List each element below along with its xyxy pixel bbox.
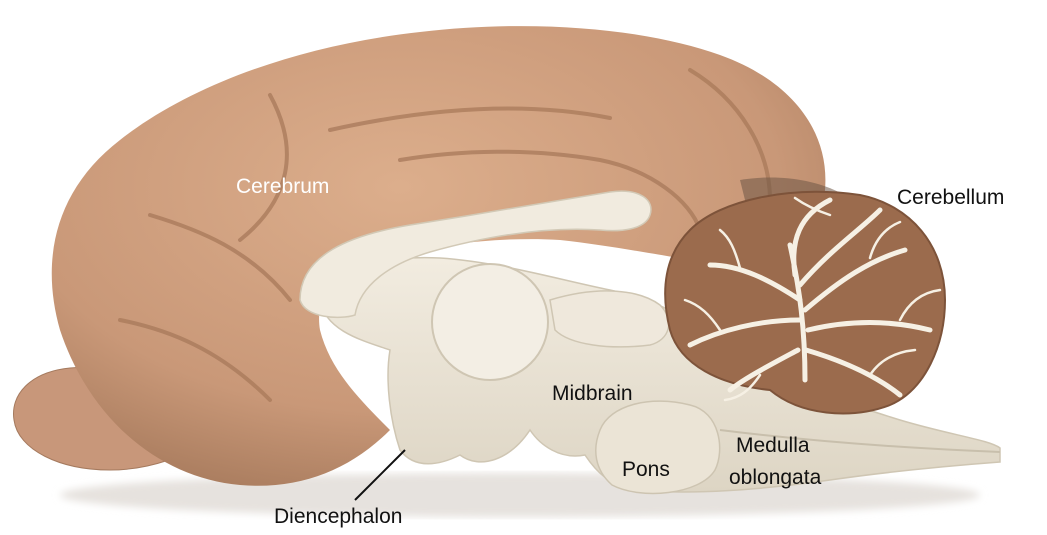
- label-pons: Pons: [622, 458, 670, 481]
- tectum: [550, 291, 669, 347]
- label-medulla: Medulla: [736, 434, 810, 457]
- label-cerebellum: Cerebellum: [897, 186, 1004, 209]
- label-oblongata: oblongata: [729, 466, 822, 489]
- drop-shadow: [60, 473, 980, 517]
- label-midbrain: Midbrain: [552, 382, 633, 405]
- thalamus: [432, 264, 548, 380]
- label-cerebrum: Cerebrum: [236, 175, 329, 198]
- label-diencephalon: Diencephalon: [274, 505, 402, 528]
